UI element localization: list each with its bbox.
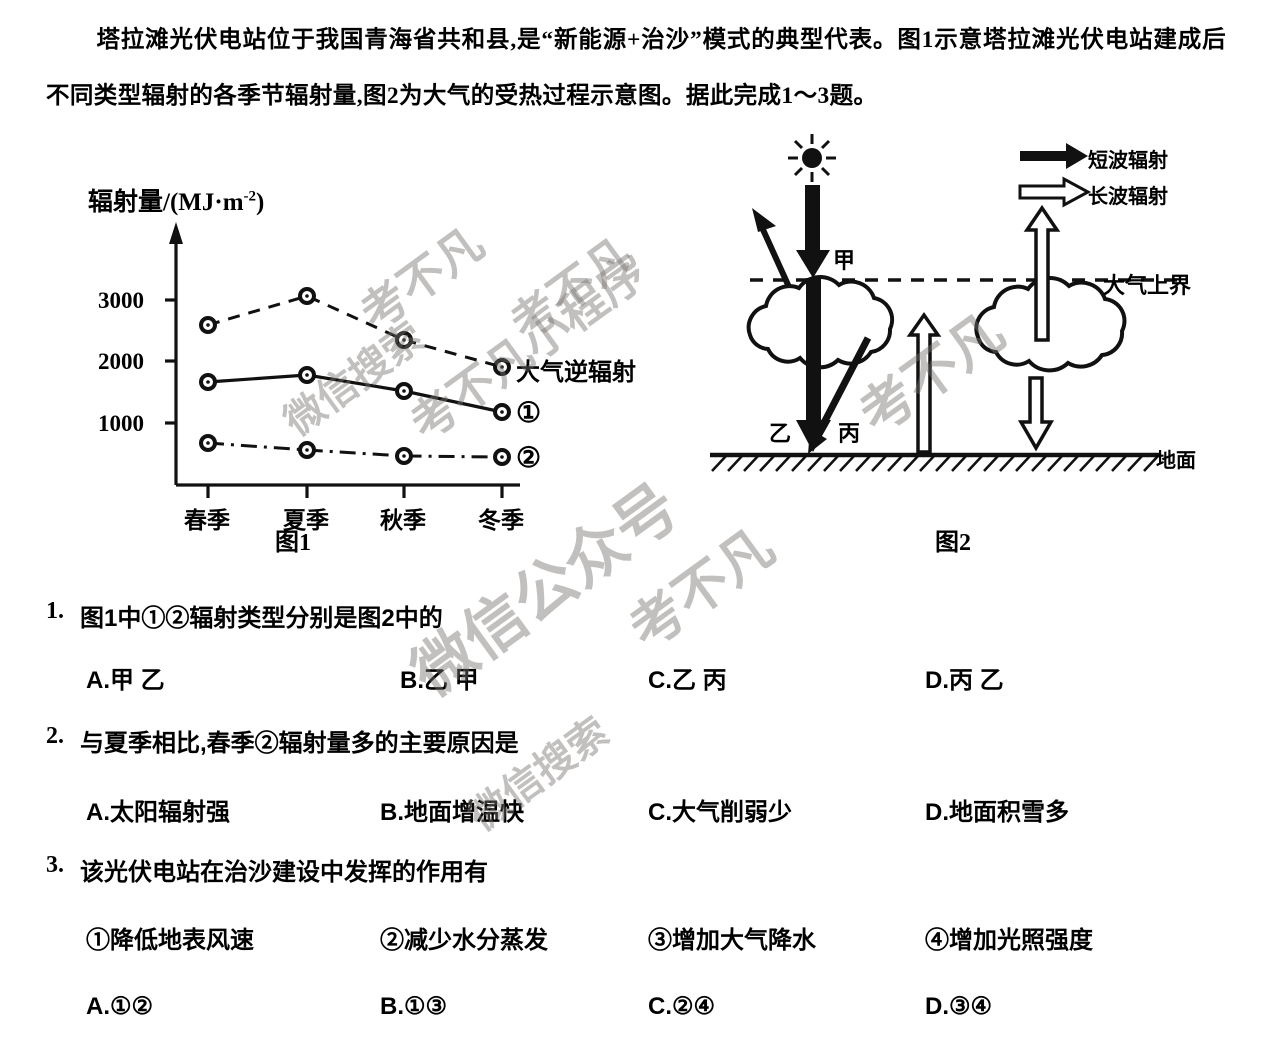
question-1-option-d[interactable]: D.丙 乙: [925, 667, 1004, 694]
chart-legend-one: ①: [516, 397, 542, 428]
chart-ytick-1000: 1000: [98, 411, 144, 436]
chart-plot-area: [165, 222, 520, 498]
arrow-ground-longwave-up-middle: [906, 311, 942, 454]
ground-surface: [710, 452, 1160, 472]
figures-row: 辐射量/(MJ·m-2): [0, 130, 1267, 570]
question-3-option-d[interactable]: D.③④: [925, 993, 993, 1020]
series-markers-dashed: [199, 287, 511, 376]
question-3-statement-2: ②减少水分蒸发: [380, 927, 548, 954]
label-jia: 甲: [833, 248, 856, 273]
figure-2-diagram: 甲 乙 丙 大气上界 地面 短波辐射 长波辐射 图2: [690, 130, 1265, 560]
y-axis-title-exponent: -2: [243, 188, 257, 205]
question-3-stem: 该光伏电站在治沙建设中发挥的作用有: [80, 859, 488, 886]
arrow-bing-ground-radiation: [808, 336, 872, 454]
question-2-option-a[interactable]: A.太阳辐射强: [86, 799, 230, 826]
arrow-jia-incoming-solar: [796, 185, 830, 278]
diagram-canvas: [710, 134, 1180, 472]
chart-ytick-2000: 2000: [98, 349, 144, 374]
chart-xtick-autumn: 秋季: [380, 507, 426, 533]
question-2-option-d[interactable]: D.地面积雪多: [925, 799, 1069, 826]
legend-label-shortwave: 短波辐射: [1088, 150, 1168, 172]
question-3-statement-4: ④增加光照强度: [925, 927, 1093, 954]
question-2-stem: 与夏季相比,春季②辐射量多的主要原因是: [80, 730, 519, 757]
question-1-stem: 图1中①②辐射类型分别是图2中的: [80, 605, 443, 632]
question-3-number: 3.: [46, 852, 64, 878]
cloud-right-icon: [974, 275, 1127, 373]
chart-x-ticks: [206, 485, 504, 498]
chart-ytick-3000: 3000: [98, 288, 144, 313]
question-1-number: 1.: [46, 598, 64, 624]
series-atmospheric-counter-radiation: [199, 287, 511, 376]
chart-xtick-summer: 夏季: [283, 507, 329, 533]
question-2-option-c[interactable]: C.大气削弱少: [648, 799, 792, 826]
question-3-option-c[interactable]: C.②④: [648, 993, 716, 1020]
question-3-statement-1: ①降低地表风速: [86, 927, 254, 954]
figure-1-chart: 辐射量/(MJ·m-2): [80, 130, 680, 560]
question-1-option-a[interactable]: A.甲 乙: [86, 667, 165, 694]
label-yi: 乙: [769, 421, 792, 446]
chart-axes: [169, 222, 520, 487]
question-1-option-c[interactable]: C.乙 丙: [648, 667, 727, 694]
label-bing: 丙: [838, 421, 861, 446]
legend-shortwave-arrow-icon: [1020, 143, 1088, 169]
series-one: [199, 366, 511, 421]
legend-label-longwave: 长波辐射: [1088, 186, 1168, 208]
series-markers-solid: [199, 366, 511, 421]
chart-xtick-spring: 春季: [184, 507, 230, 533]
question-1-option-b[interactable]: B.乙 甲: [400, 667, 479, 694]
series-two: [199, 434, 511, 466]
label-ground: 地面: [1156, 450, 1196, 472]
question-3-option-b[interactable]: B.①③: [380, 993, 448, 1020]
series-markers-dashdot: [199, 434, 511, 466]
figure-1-caption: 图1: [275, 530, 311, 556]
chart-y-axis-title: 辐射量/(MJ·m-2): [88, 182, 264, 218]
legend-longwave-arrow-icon: [1018, 176, 1092, 208]
y-axis-title-tail: ): [256, 189, 265, 216]
sun-icon: [788, 134, 836, 182]
chart-y-ticks: [165, 298, 176, 425]
figure-2-caption: 图2: [935, 530, 971, 556]
chart-legend-atmospheric-counter-radiation: 大气逆辐射: [516, 359, 636, 386]
question-2-option-b[interactable]: B.地面增温快: [380, 799, 524, 826]
chart-xtick-winter: 冬季: [478, 507, 524, 533]
question-3-option-a[interactable]: A.①②: [86, 993, 154, 1020]
chart-legend-two: ②: [516, 442, 542, 473]
question-3-statement-3: ③增加大气降水: [648, 927, 816, 954]
arrow-longwave-to-space: [1023, 204, 1061, 342]
arrow-counter-radiation-down: [1017, 376, 1055, 452]
question-2-number: 2.: [46, 723, 64, 749]
y-axis-title-main: 辐射量/(MJ·m: [88, 189, 244, 216]
label-atmosphere-top: 大气上界: [1103, 273, 1192, 298]
intro-paragraph: 塔拉滩光伏电站位于我国青海省共和县,是“新能源+治沙”模式的典型代表。图1示意塔…: [46, 12, 1226, 124]
intro-text: 塔拉滩光伏电站位于我国青海省共和县,是“新能源+治沙”模式的典型代表。图1示意塔…: [46, 27, 1226, 109]
